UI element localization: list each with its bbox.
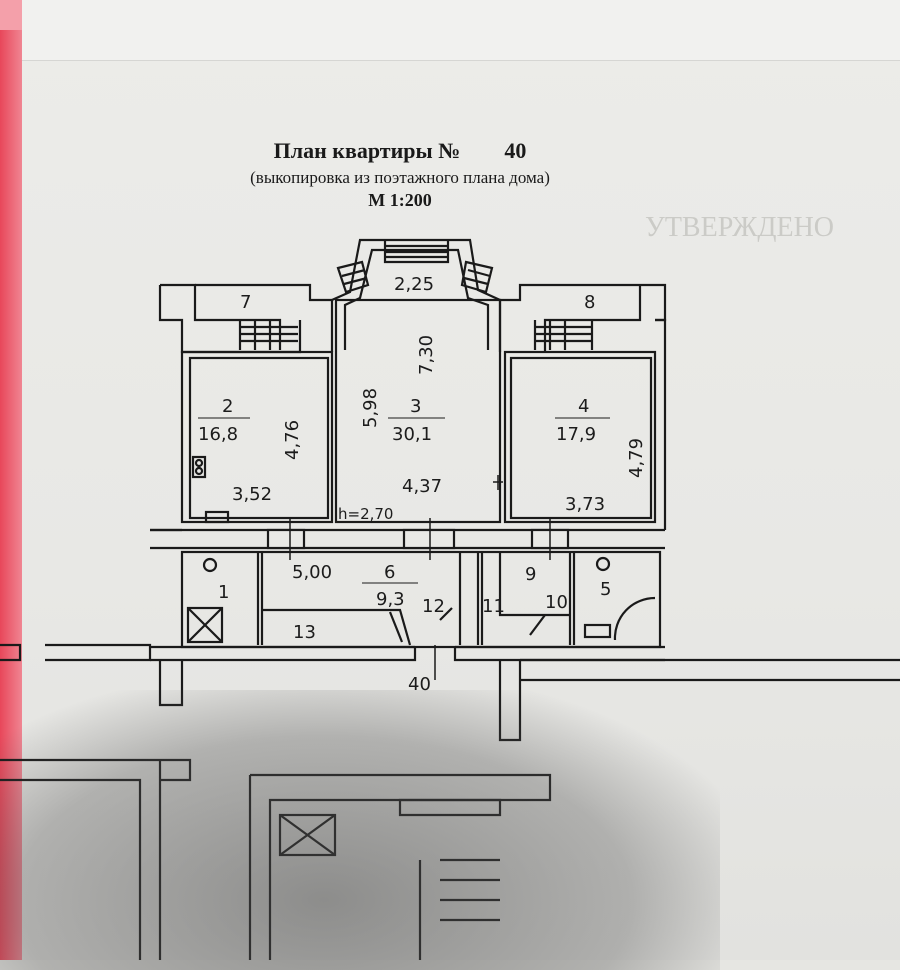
- dim-room3-length: 7,30: [416, 335, 437, 375]
- room-8-number: 8: [584, 292, 595, 313]
- room-4-number: 4: [578, 396, 589, 417]
- room-2-area: 16,8: [198, 424, 238, 445]
- dim-room2-width: 3,52: [232, 484, 272, 505]
- walls: [0, 238, 900, 960]
- room-5-number: 5: [600, 579, 611, 600]
- room-12-number: 12: [422, 596, 445, 617]
- room-labels: 2 16,8 3 30,1 4 17,9 1 5 6 9,3 7 8 9 10 …: [198, 292, 611, 643]
- room-9-number: 9: [525, 564, 536, 585]
- plan-title-text: План квартиры №: [273, 138, 461, 163]
- dim-room3-width: 4,37: [402, 476, 442, 497]
- dim-corridor-length: 5,00: [292, 562, 332, 583]
- room-7-number: 7: [240, 292, 251, 313]
- room-2-number: 2: [222, 396, 233, 417]
- room-6-number: 6: [384, 562, 395, 583]
- apartment-label: 40: [408, 674, 431, 695]
- room-10-number: 10: [545, 592, 568, 613]
- ceiling-height: h=2,70: [338, 505, 393, 523]
- red-cover-edge-top: [0, 0, 22, 30]
- dim-room4-depth: 4,79: [626, 438, 647, 478]
- dim-room4-width: 3,73: [565, 494, 605, 515]
- top-sheet-edge: [0, 0, 900, 61]
- plan-subtitle: (выкопировка из поэтажного плана дома): [250, 168, 550, 187]
- dim-room3-side: 5,98: [360, 388, 381, 428]
- room-11-number: 11: [482, 596, 505, 617]
- room-3-number: 3: [410, 396, 421, 417]
- plan-title: План квартиры № 40: [0, 138, 800, 164]
- dimension-labels: 2,25 7,30 5,98 4,76 3,52 4,37 3,73 4,79 …: [232, 274, 647, 695]
- room-4-area: 17,9: [556, 424, 596, 445]
- bleed-through-stamp-text: УТВЕРЖДЕНО: [645, 212, 835, 243]
- apartment-number: 40: [504, 138, 527, 163]
- dimension-ticks: [289, 475, 551, 680]
- plan-scale: М 1:200: [368, 190, 432, 210]
- room-3-area: 30,1: [392, 424, 432, 445]
- room-13-number: 13: [293, 622, 316, 643]
- dim-bay-width: 2,25: [394, 274, 434, 295]
- room-6-area: 9,3: [376, 589, 405, 610]
- dim-room2-depth: 4,76: [282, 420, 303, 460]
- room-1-number: 1: [218, 582, 229, 603]
